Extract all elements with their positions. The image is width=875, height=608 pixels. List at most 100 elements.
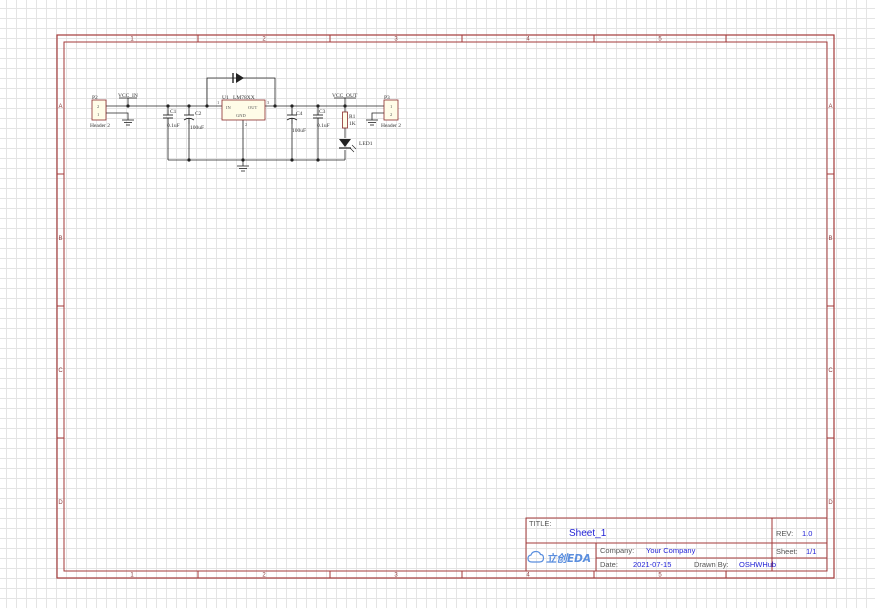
rev-value: 1.0: [802, 529, 812, 538]
header-p3: P3 1 2 Header 2: [381, 95, 401, 129]
date-label: Date:: [600, 560, 618, 569]
inner-border: [63, 41, 828, 572]
pin-number: 1: [217, 100, 219, 105]
led-icon: [339, 139, 351, 147]
capacitor-c3: [313, 110, 323, 124]
row-label-right: D: [828, 500, 833, 506]
pin-number: 1: [97, 112, 99, 117]
column-label-bottom: 3: [394, 573, 398, 579]
column-label-top: 3: [394, 37, 398, 43]
row-label-right: C: [828, 368, 833, 374]
capacitor-c4: [286, 110, 298, 124]
component-ref: C4: [296, 111, 303, 117]
sheet-label: Sheet:: [776, 547, 798, 556]
row-label-right: A: [828, 104, 832, 110]
regulator-u1: U1 LM78XX IN OUT GND 1 3 2: [217, 95, 270, 127]
wire-p2-gnd: [106, 112, 129, 120]
component-ref: LED1: [359, 141, 373, 147]
column-label-bottom: 1: [130, 573, 134, 579]
column-label-bottom: 2: [262, 573, 266, 579]
column-label-bottom: 4: [526, 573, 530, 579]
header-body: [91, 99, 107, 121]
junction-dot: [343, 104, 347, 108]
column-label-bottom: 5: [658, 573, 662, 579]
component-ref: R1: [349, 114, 356, 120]
logo-text: 立创EDA: [546, 552, 591, 565]
junction-dot: [273, 104, 277, 108]
capacitor-c2: [183, 110, 195, 124]
component-value: 0.1uF: [167, 123, 180, 129]
capacitor-c1: [163, 110, 173, 124]
ground-icon: [366, 119, 378, 126]
header-body: [383, 99, 399, 121]
pin-number: 3: [267, 100, 270, 105]
diode-icon: [236, 73, 244, 83]
sheet-frame: [56, 34, 835, 579]
drawn-by-value: OSHWHub: [739, 560, 776, 569]
component-ref: C2: [195, 111, 202, 117]
row-label-left: B: [58, 236, 62, 242]
net-vcc-out: VCC_OUT: [332, 93, 358, 99]
component-ref: C3: [319, 109, 326, 115]
component-name: Header 2: [90, 123, 110, 129]
wire-p3-gnd: [371, 112, 384, 120]
row-label-left: D: [58, 500, 63, 506]
regulator-body: [221, 99, 266, 121]
sheet-value: 1/1: [806, 547, 816, 556]
pin-number: 2: [97, 104, 99, 109]
column-label-top: 4: [526, 37, 530, 43]
component-value: 0.1uF: [317, 123, 330, 129]
component-ref: P3: [384, 95, 390, 101]
company-value: Your Company: [646, 546, 696, 555]
pin-number: 2: [390, 112, 392, 117]
title-block: TITLE: Sheet_1 REV: 1.0 立创EDA Company: Y…: [525, 517, 828, 572]
row-label-left: A: [58, 104, 62, 110]
rev-label: REV:: [776, 529, 793, 538]
junction-dot: [166, 104, 170, 108]
junction-dot: [316, 158, 320, 162]
column-label-top: 5: [658, 37, 662, 43]
easyeda-logo: 立创EDA: [527, 550, 591, 565]
component-ref: U1: [222, 95, 229, 101]
component-ref: C1: [170, 109, 177, 115]
net-vcc-in: VCC_IN: [118, 93, 138, 99]
junction-dot: [126, 104, 130, 108]
junction-dot: [187, 158, 191, 162]
component-value: 100uF: [292, 128, 306, 134]
company-label: Company:: [600, 546, 634, 555]
junction-dot: [187, 104, 191, 108]
component-value: 100uF: [190, 125, 204, 131]
junction-dot: [241, 158, 245, 162]
column-label-top: 2: [262, 37, 266, 43]
regulator-circuit: VCC_IN VCC_OUT P2 2 1 Header 2 P3 1 2 He…: [90, 73, 401, 172]
net-label: VCC_IN: [118, 93, 138, 99]
row-label-right: B: [828, 236, 832, 242]
junction-dot: [290, 104, 294, 108]
row-label-left: C: [58, 368, 63, 374]
component-value: 1K: [349, 121, 356, 127]
component-name: Header 2: [381, 123, 401, 129]
diode-d1: [232, 73, 244, 83]
date-value: 2021-07-15: [633, 560, 671, 569]
pin-number: 1: [390, 104, 392, 109]
outer-border: [56, 34, 835, 579]
net-label: VCC_OUT: [332, 93, 358, 99]
pin-number: 2: [245, 122, 247, 127]
led-led1: [339, 139, 357, 153]
component-value: LM78XX: [233, 95, 255, 101]
junction-dot: [316, 104, 320, 108]
junction-dot: [290, 158, 294, 162]
drawn-by-label: Drawn By:: [694, 560, 729, 569]
title-block-border: [525, 517, 828, 572]
pin-name: IN: [226, 105, 231, 110]
pin-name: OUT: [248, 105, 257, 110]
junction-dot: [205, 104, 209, 108]
component-ref: P2: [92, 95, 98, 101]
cloud-icon: [527, 550, 545, 563]
resistor-r1: [342, 111, 348, 129]
pin-name: GND: [236, 113, 246, 118]
junctions: [126, 104, 347, 162]
title-label: TITLE:: [529, 519, 552, 528]
sheet-title: Sheet_1: [569, 528, 607, 539]
